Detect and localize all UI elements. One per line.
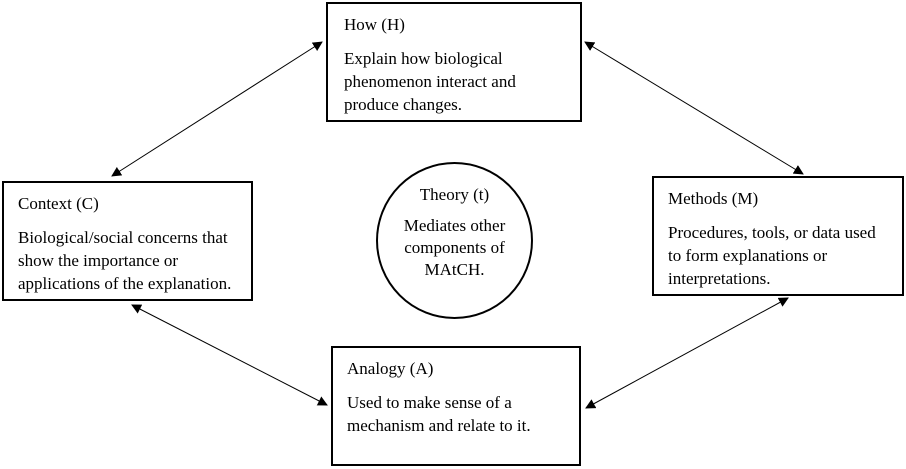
methods-title: Methods (M) <box>668 189 759 208</box>
context-title: Context (C) <box>18 194 99 213</box>
arrow-context-analogy <box>131 304 328 406</box>
context-box: Context (C) Biological/social concerns t… <box>2 181 253 301</box>
theory-circle: Theory (t) Mediates other components of … <box>376 162 533 319</box>
arrow-how-context <box>111 41 323 177</box>
how-title: How (H) <box>344 15 405 34</box>
analogy-description: Used to make sense of a mechanism and re… <box>347 393 531 435</box>
how-box: How (H) Explain how biological phenomeno… <box>326 2 582 122</box>
methods-box: Methods (M) Procedures, tools, or data u… <box>652 176 904 296</box>
how-description: Explain how biological phenomenon intera… <box>344 49 516 114</box>
methods-description: Procedures, tools, or data used to form … <box>668 223 876 288</box>
arrow-methods-analogy <box>585 297 789 409</box>
theory-description: Mediates other components of MAtCH. <box>403 216 506 279</box>
analogy-title: Analogy (A) <box>347 359 434 378</box>
arrow-how-methods <box>584 41 804 175</box>
context-description: Biological/social concerns that show the… <box>18 228 232 293</box>
analogy-box: Analogy (A) Used to make sense of a mech… <box>331 346 581 466</box>
theory-title: Theory (t) <box>419 185 490 204</box>
